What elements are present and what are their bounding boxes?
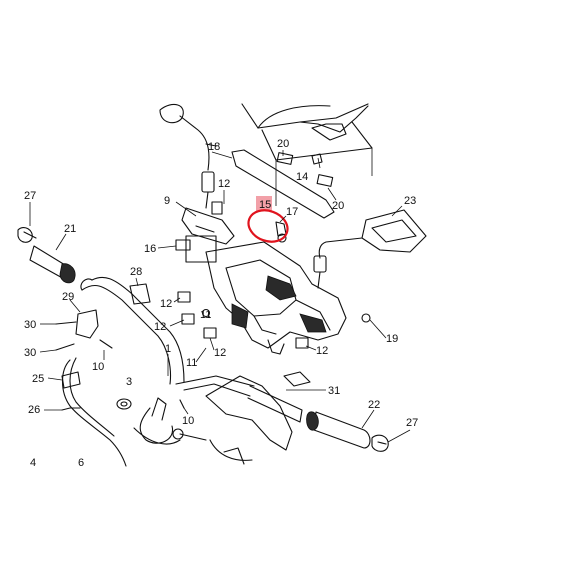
part-27-end-weight-right	[371, 434, 389, 452]
part-20-clip-a	[276, 152, 294, 165]
callout-10: 10	[182, 415, 194, 427]
fasteners	[175, 201, 371, 349]
handlebar-tube	[80, 276, 255, 397]
left-lever-assembly	[133, 397, 181, 445]
callout-19: 19	[386, 333, 398, 345]
callout-16: 16	[144, 243, 156, 255]
callout-28: 28	[130, 266, 142, 278]
part-21-left-grip	[17, 227, 76, 284]
part-9-bracket	[181, 207, 235, 263]
part-22-right-grip	[306, 411, 371, 449]
callout-22: 22	[368, 399, 380, 411]
callout-3: 3	[126, 376, 132, 388]
callout-12: 12	[218, 178, 230, 190]
highlight-box	[256, 196, 272, 211]
part-20-clip-b	[316, 174, 334, 187]
callout-27: 27	[24, 190, 36, 202]
cables	[61, 357, 127, 467]
callout-27: 27	[406, 417, 418, 429]
callout-15: 15	[259, 199, 271, 211]
part-10-bolt-b	[179, 399, 185, 409]
callout-21: 21	[64, 223, 76, 235]
part-18-strip	[231, 149, 335, 219]
part-10-bolt-a	[99, 339, 113, 349]
callout-30: 30	[24, 347, 36, 359]
callout-18: 18	[208, 141, 220, 153]
callout-31: 31	[328, 385, 340, 397]
callout-26: 26	[28, 404, 40, 416]
part-3-nut	[116, 398, 132, 410]
callout-23: 23	[404, 195, 416, 207]
leader-lines	[29, 150, 411, 443]
callout-20: 20	[332, 200, 344, 212]
handlebar-cover-body	[205, 241, 347, 355]
callout-1: 1	[165, 343, 171, 355]
callout-11: 11	[200, 309, 211, 321]
part-14-nut	[311, 153, 323, 165]
right-handlebar-end	[247, 385, 303, 423]
part-31-plate	[283, 371, 311, 387]
right-lever-assembly	[205, 375, 293, 465]
part-11-bolt	[179, 433, 207, 441]
callout-14: 14	[296, 171, 308, 183]
part-left-mirror	[159, 103, 217, 209]
part-29-clamp	[55, 309, 99, 351]
callout-30: 30	[24, 319, 36, 331]
callout-10: 10	[92, 361, 104, 373]
callout-12: 12	[214, 347, 226, 359]
callout-9: 9	[164, 195, 170, 207]
callout-11: 11	[186, 357, 197, 369]
callout-17: 17	[286, 206, 298, 218]
callout-12: 12	[154, 321, 166, 333]
highlight-circle	[247, 209, 289, 243]
callout-25: 25	[32, 373, 44, 385]
part-26-bolt	[61, 407, 81, 411]
callout-labels: 27 21 18 20 14 20 9 12 15 17 23 16 28 12…	[24, 138, 418, 469]
callout-20: 20	[277, 138, 289, 150]
callout-4: 4	[30, 457, 36, 469]
callout-12: 12	[316, 345, 328, 357]
callout-12: 12	[160, 298, 172, 310]
callout-29: 29	[62, 291, 74, 303]
part-23-right-mirror	[313, 209, 427, 289]
part-28-holder	[129, 283, 151, 305]
front-cowl-assembly	[241, 103, 373, 206]
callout-6: 6	[78, 457, 84, 469]
